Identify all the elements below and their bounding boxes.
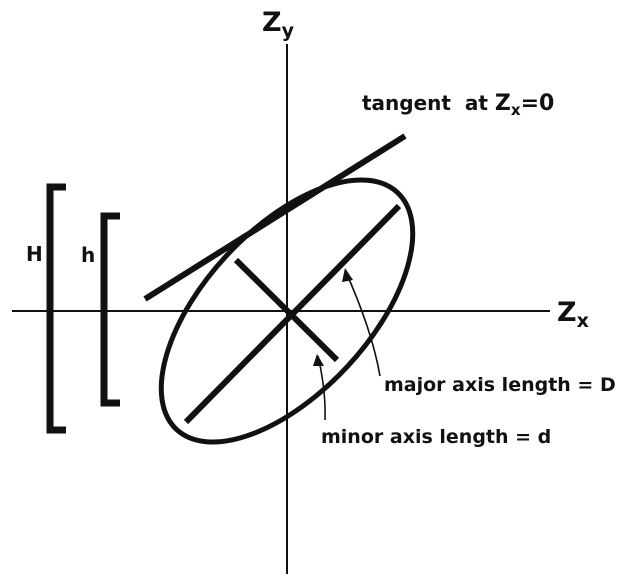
y-axis-label-sub: y <box>282 20 295 42</box>
major-axis-pointer <box>344 269 381 377</box>
H-label: H <box>26 242 43 266</box>
tangent-line <box>143 133 407 302</box>
h-bracket <box>100 212 120 407</box>
h-label: h <box>81 243 95 267</box>
major-axis-arrowhead <box>342 268 353 282</box>
tangent-sub: x <box>511 101 521 119</box>
tangent-prefix: tangent at <box>362 91 495 115</box>
tangent-suffix: =0 <box>521 91 555 116</box>
x-axis-label-sub: x <box>577 310 589 332</box>
minor-axis-annotation: minor axis length = d <box>321 426 551 448</box>
major-axis-annotation: major axis length = D <box>384 374 616 396</box>
tangent-var: Z <box>495 91 511 116</box>
minor-axis-arrowhead <box>313 354 324 366</box>
y-axis-label-main: Z <box>262 7 282 38</box>
x-axis-label-main: Z <box>557 297 577 328</box>
x-axis-label: Zx <box>557 297 589 332</box>
H-bracket <box>46 183 66 434</box>
tangent-annotation: tangent at Zx=0 <box>362 91 554 119</box>
y-axis-label: Zy <box>262 7 295 42</box>
ellipse <box>158 177 416 445</box>
minor-axis-line <box>233 257 340 363</box>
